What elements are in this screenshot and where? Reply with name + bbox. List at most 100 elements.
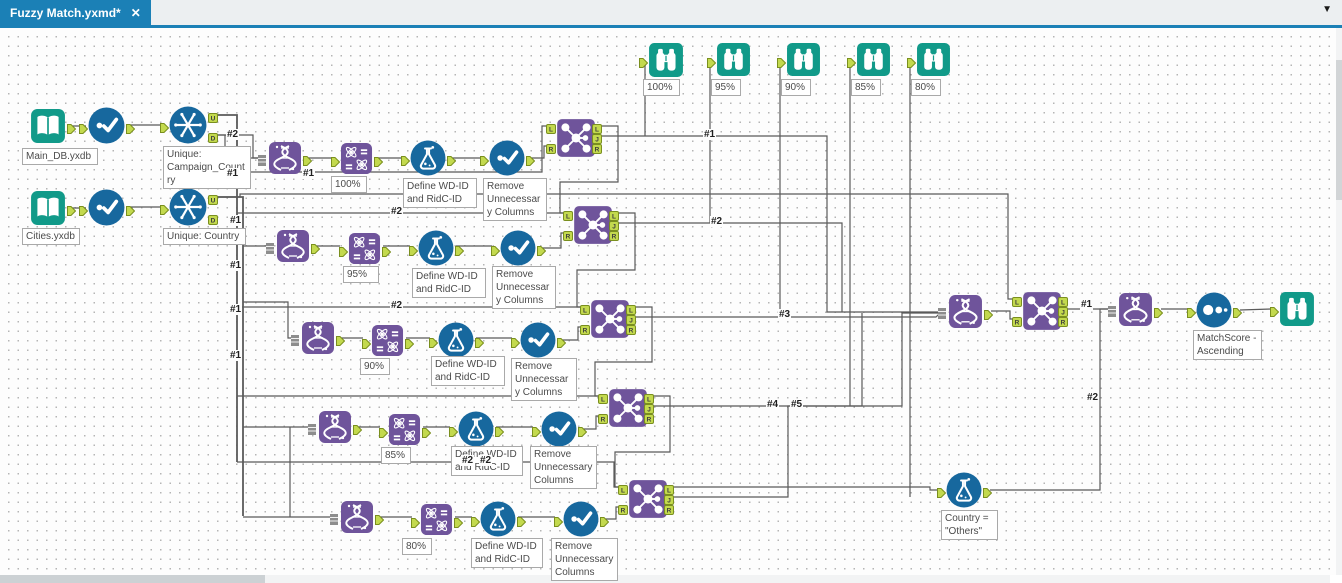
output-anchor-right[interactable]: R [626,322,636,340]
input-anchor[interactable] [449,424,459,442]
output-anchor[interactable] [983,485,993,503]
output-anchor[interactable] [67,121,77,139]
tool-annotation[interactable]: Remove Unnecessary Columns [530,446,597,489]
output-anchor[interactable] [1233,305,1243,323]
join-tool[interactable] [608,388,648,428]
browse-tool-final[interactable] [1279,291,1315,327]
formula-tool[interactable] [410,140,446,176]
select-tool[interactable] [489,140,525,176]
input-anchor-right[interactable]: R [546,141,556,159]
tab-fuzzy-match[interactable]: Fuzzy Match.yxmd* ✕ [0,0,151,25]
sort-tool[interactable] [1196,292,1232,328]
vertical-scrollbar-thumb[interactable] [1336,60,1342,200]
select-tool[interactable] [88,189,125,226]
make-group-tool[interactable] [420,503,453,536]
multi-input-anchor[interactable] [308,422,317,440]
input-anchor[interactable] [409,243,419,261]
output-anchor[interactable] [126,121,136,139]
unique-tool-campaign-country[interactable] [169,106,207,144]
input-anchor-right[interactable]: R [618,502,628,520]
input-anchor[interactable] [79,121,89,139]
join-tool[interactable] [573,205,613,245]
formula-tool[interactable] [458,411,494,447]
input-anchor-left[interactable]: L [618,482,628,500]
input-anchor[interactable] [331,154,341,172]
fuzzy-match-tool-80[interactable] [340,500,374,534]
input-anchor[interactable] [160,202,170,220]
input-anchor[interactable] [1270,304,1280,322]
input-anchor[interactable] [777,55,787,73]
input-anchor[interactable] [411,515,421,533]
tool-annotation[interactable]: 95% [711,79,741,96]
tool-annotation[interactable]: 80% [402,538,432,555]
multi-input-anchor[interactable] [258,153,267,171]
output-anchor[interactable] [374,154,384,172]
output-anchor[interactable] [382,244,392,262]
browse-tool-80[interactable] [916,42,951,77]
tool-annotation[interactable]: 80% [911,79,941,96]
input-data-tool-main-db[interactable] [30,108,66,144]
input-anchor[interactable] [471,514,481,532]
output-anchor-right[interactable]: R [1058,314,1068,332]
tab-list-dropdown-icon[interactable]: ▼ [1322,4,1332,15]
join-tool[interactable] [556,118,596,158]
input-anchor-left[interactable]: L [598,391,608,409]
tool-annotation[interactable]: 90% [781,79,811,96]
unique-tool-country[interactable] [169,188,207,226]
vertical-scrollbar[interactable] [1336,28,1342,575]
tool-annotation[interactable]: Remove Unnecessary Columns [483,178,547,221]
output-anchor[interactable] [1154,305,1164,323]
fuzzy-match-tool-85[interactable] [318,410,352,444]
input-anchor[interactable] [379,425,389,443]
output-anchor[interactable] [600,514,610,532]
input-anchor[interactable] [707,55,717,73]
output-anchor[interactable] [405,336,415,354]
tool-annotation[interactable]: Country = "Others" [941,510,998,540]
output-anchor[interactable] [578,424,588,442]
input-anchor[interactable] [532,424,542,442]
formula-tool[interactable] [480,501,516,537]
multi-input-anchor[interactable] [938,306,947,324]
output-anchor[interactable] [455,243,465,261]
join-tool[interactable] [590,299,630,339]
join-tool[interactable] [628,479,668,519]
input-anchor[interactable] [160,120,170,138]
output-anchor[interactable] [984,307,994,325]
multi-input-anchor[interactable] [330,512,339,530]
output-anchor-right[interactable]: R [592,141,602,159]
tool-annotation[interactable]: Define WD-ID and RidC-ID [403,178,477,208]
input-anchor-left[interactable]: L [563,208,573,226]
formula-tool[interactable] [438,322,474,358]
fuzzy-match-tool[interactable] [948,294,983,329]
output-anchor[interactable] [375,512,385,530]
output-anchor-right[interactable]: R [664,502,674,520]
output-anchor-right[interactable]: R [644,411,654,429]
make-group-tool[interactable] [371,324,404,357]
input-anchor-right[interactable]: R [563,228,573,246]
tool-annotation[interactable]: 95% [343,266,379,283]
select-tool[interactable] [500,230,536,266]
input-anchor[interactable] [401,153,411,171]
browse-tool-100[interactable] [648,42,684,78]
tool-annotation[interactable]: Remove Unnecessary Columns [492,266,556,309]
fuzzy-match-tool-95[interactable] [276,229,310,263]
output-anchor[interactable] [447,153,457,171]
tool-annotation[interactable]: Cities.yxdb [22,228,80,245]
tool-annotation[interactable]: Define WD-ID and RidC-ID [412,268,486,298]
multi-input-anchor[interactable] [266,241,275,259]
tool-annotation[interactable]: Unique: Country [163,228,246,245]
input-anchor-right[interactable]: R [598,411,608,429]
join-tool[interactable] [1022,291,1062,331]
horizontal-scrollbar-thumb[interactable] [0,575,265,583]
tool-annotation[interactable]: Define WD-ID and RidC-ID [471,538,543,568]
output-anchor-left[interactable]: L [1058,294,1068,312]
input-anchor[interactable] [79,203,89,221]
tab-close-icon[interactable]: ✕ [130,5,141,20]
input-anchor-right[interactable]: R [580,322,590,340]
union-merge-tool[interactable] [1118,292,1153,327]
input-anchor[interactable] [639,55,649,73]
input-anchor[interactable] [339,244,349,262]
select-tool[interactable] [88,107,125,144]
output-anchor[interactable] [67,203,77,221]
output-anchor[interactable] [475,335,485,353]
